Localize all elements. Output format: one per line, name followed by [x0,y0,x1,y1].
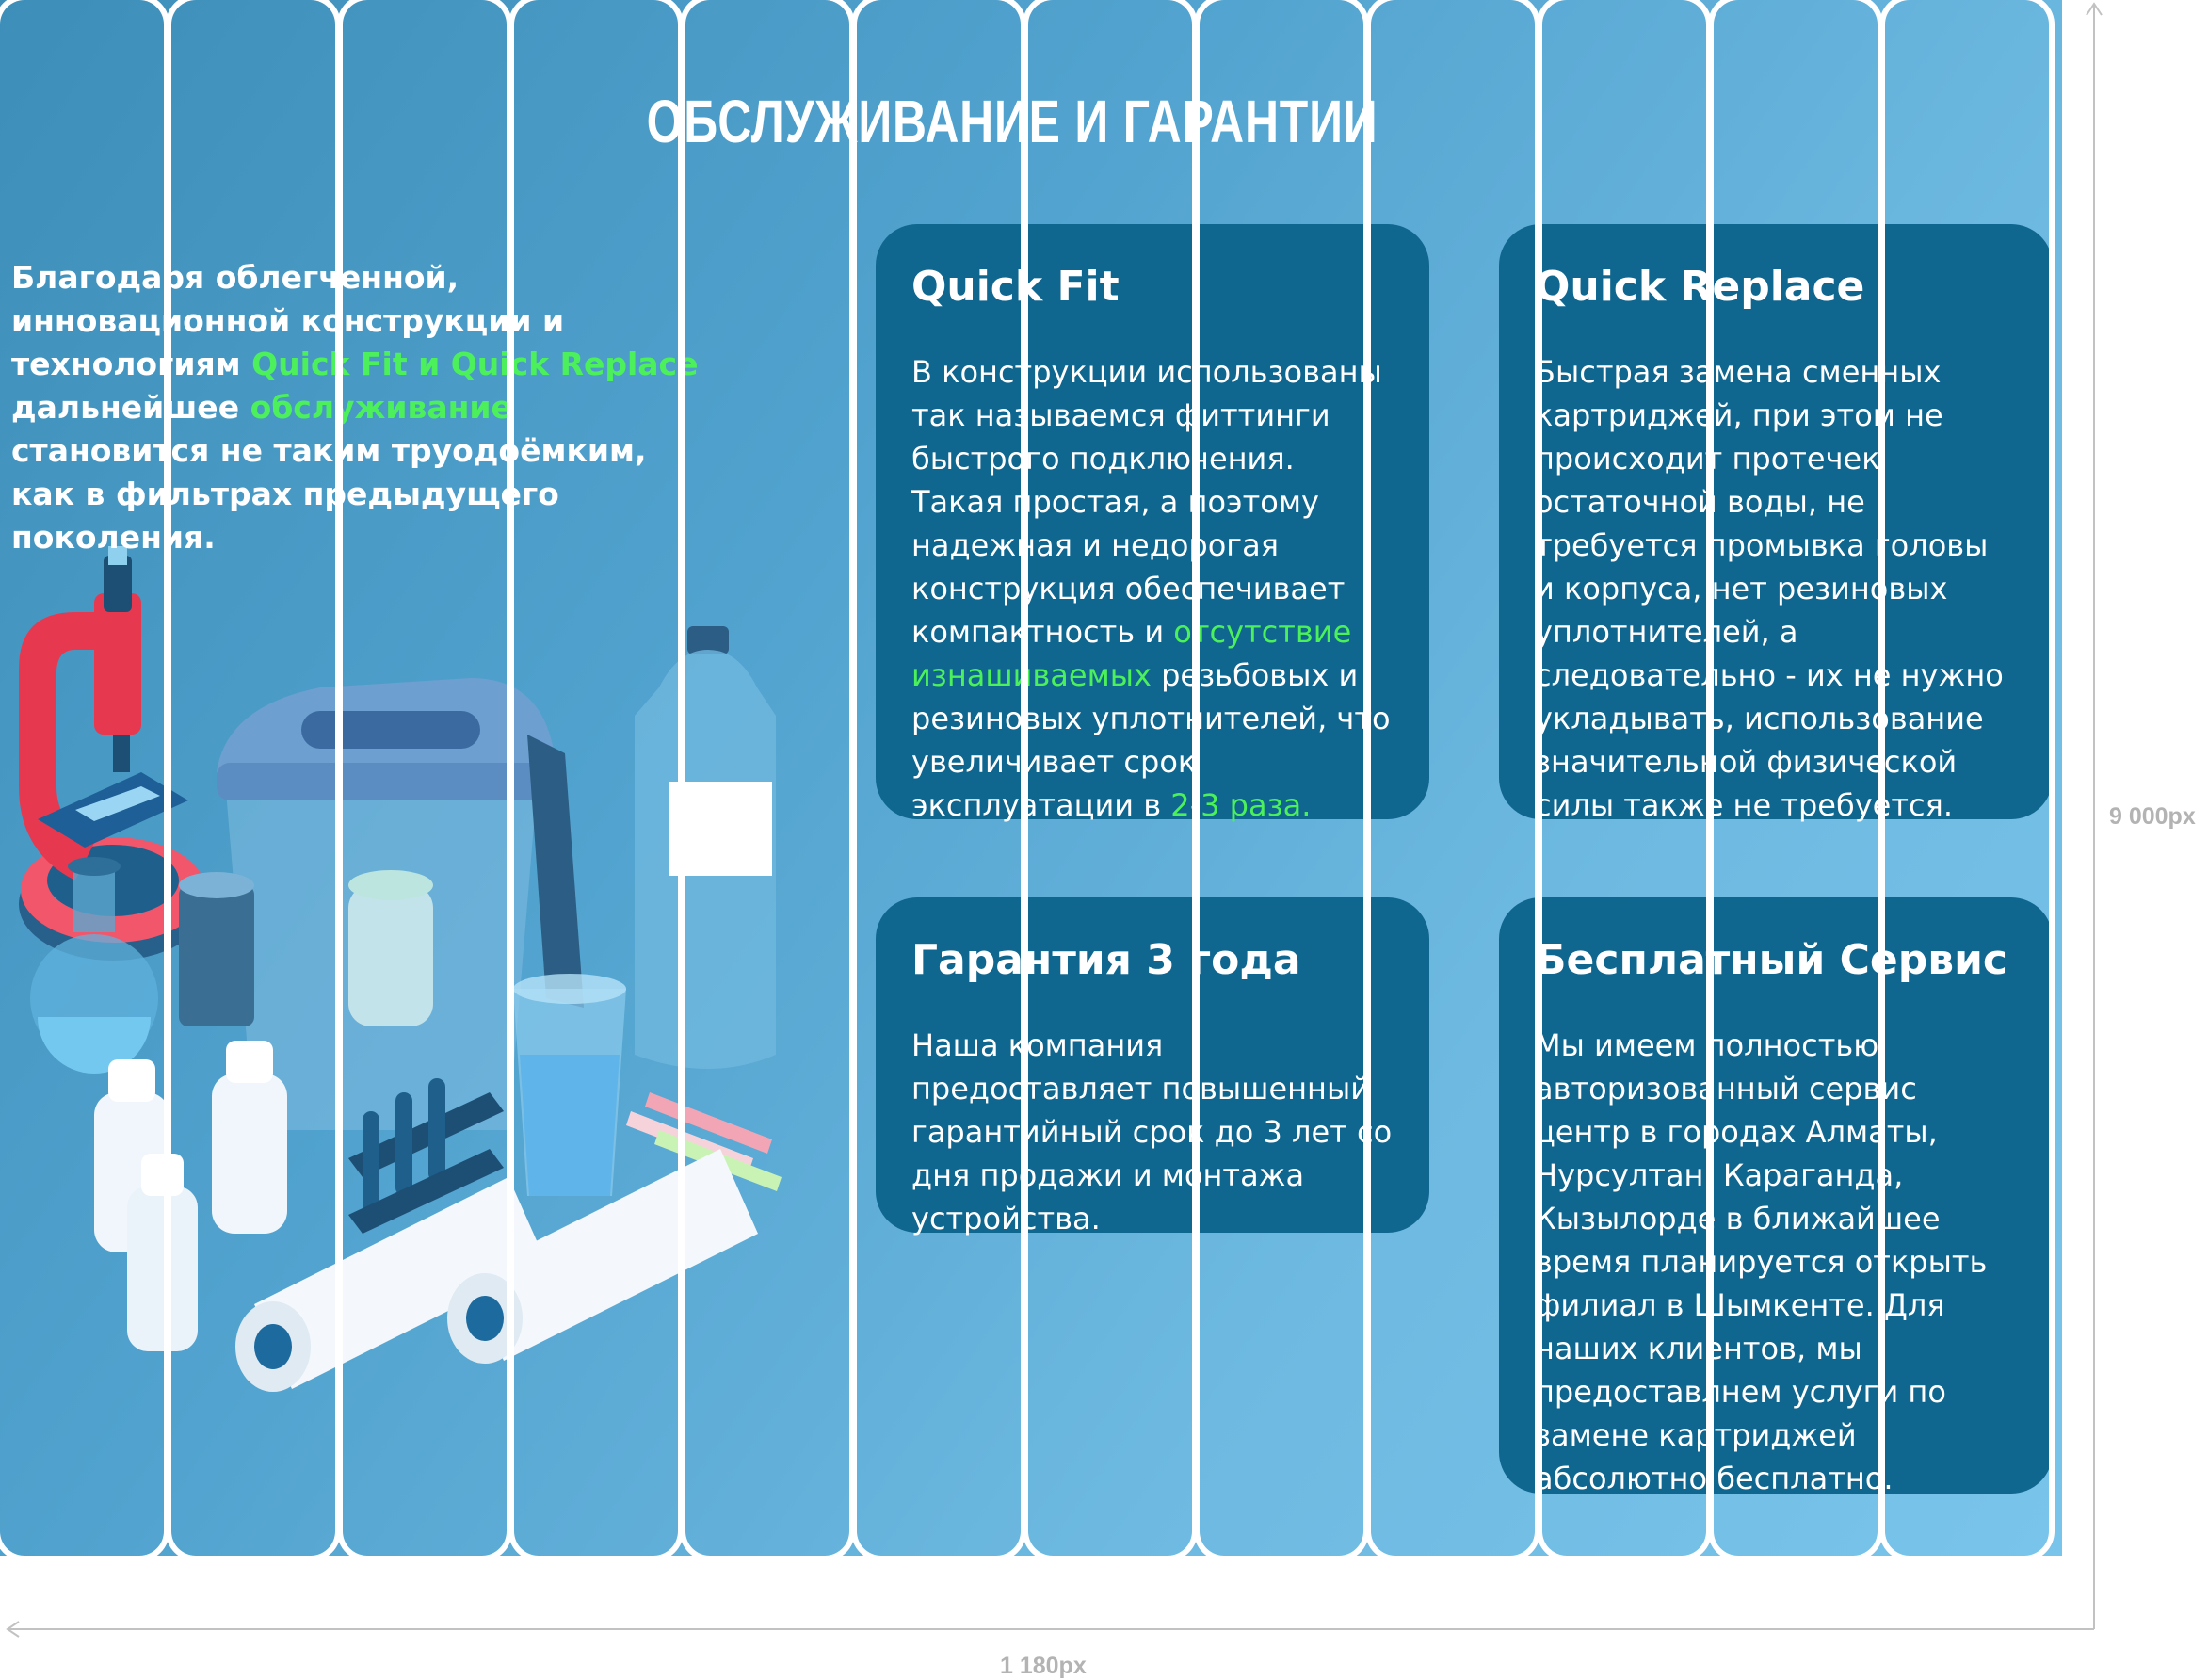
roll-filters-icon [235,1149,758,1392]
water-pitcher-icon [179,678,584,1130]
card-quick-replace: Quick Replace Быстрая замена сменных кар… [1499,224,2053,823]
card-quick-fit-text: В конструкции использованы так называемс… [911,350,1394,827]
filter-cartridges-icon [94,1041,287,1351]
intro-part-1: Благодаря облегченной, инновационной кон… [11,259,565,382]
card-quick-fit-highlight-1: отсутствие изнашиваемых [911,614,1352,693]
card-free-service-title: Бесплатный Сервис [1535,936,2008,984]
intro-text: Благодаря облегченной, инновационной кон… [11,256,717,559]
intro-part-2: дальнейшее [11,389,250,426]
width-measure-label: 1 180px [1000,1653,1087,1679]
card-warranty: Гарантия 3 года Наша компания предоставл… [876,897,1429,1236]
card-quick-fit: Quick Fit В конструкции использованы так… [876,224,1429,823]
card-quick-fit-text-1: В конструкции использованы так называемс… [911,354,1382,650]
infographic-canvas: ОБСЛУЖИВАНИЕ И ГАРАНТИИ Благодаря облегч… [0,0,2062,1556]
water-bottle-icon [635,626,776,1069]
water-glass-icon [513,974,626,1196]
card-quick-replace-title: Quick Replace [1535,263,1865,311]
intro-highlight-service: обслуживание [250,389,512,426]
card-free-service-text: Мы имеем полностью авторизованный сервис… [1535,1027,1988,1496]
card-warranty-text: Наша компания предоставляет повышенный г… [911,1027,1393,1236]
flask-icon [30,857,158,1074]
filters-illustration [19,546,782,1392]
height-measure-label: 9 000px [2109,803,2196,830]
card-quick-replace-text: Быстрая замена сменных картриджей, при э… [1535,354,2004,823]
card-warranty-title: Гарантия 3 года [911,936,1301,984]
card-free-service: Бесплатный Сервис Мы имеем полностью авт… [1499,897,2053,1496]
card-quick-fit-highlight-2: 2-3 раза. [1170,787,1312,823]
test-tubes-icon [348,1078,504,1234]
section-title: ОБСЛУЖИВАНИЕ И ГАРАНТИИ [646,88,1378,155]
intro-highlight-tech: Quick Fit и Quick Replace [251,346,699,382]
card-quick-fit-text-2: резьбовых и резиновых уплотнителей, что … [911,657,1391,823]
card-quick-fit-title: Quick Fit [911,263,1120,311]
intro-part-3: становится не таким труодоёмким, как в ф… [11,432,647,556]
